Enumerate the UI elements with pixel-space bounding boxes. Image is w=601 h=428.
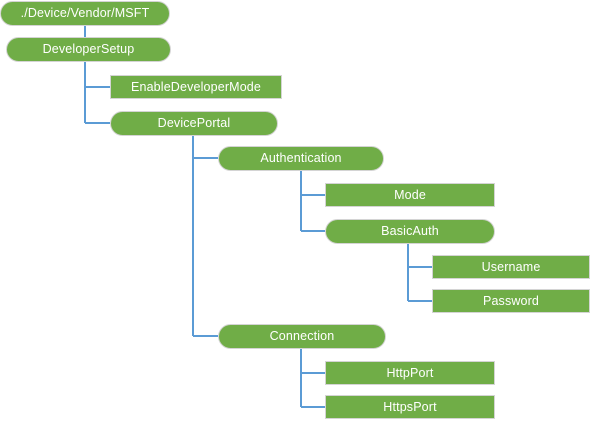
tree-node-httpsport[interactable]: HttpsPort bbox=[325, 395, 495, 419]
tree-node-label: EnableDeveloperMode bbox=[130, 79, 262, 94]
tree-node-mode[interactable]: Mode bbox=[325, 183, 495, 207]
tree-node-httpport[interactable]: HttpPort bbox=[325, 361, 495, 385]
tree-node-label: DevicePortal bbox=[157, 116, 231, 131]
tree-node-root[interactable]: ./Device/Vendor/MSFT bbox=[0, 1, 170, 26]
tree-node-label: Password bbox=[482, 293, 540, 308]
tree-node-label: HttpsPort bbox=[383, 399, 437, 414]
tree-node-enabledevelopermode[interactable]: EnableDeveloperMode bbox=[110, 75, 282, 99]
tree-node-basicauth[interactable]: BasicAuth bbox=[325, 219, 495, 244]
tree-node-connection[interactable]: Connection bbox=[218, 324, 386, 349]
tree-node-label: DeveloperSetup bbox=[42, 42, 135, 57]
tree-node-username[interactable]: Username bbox=[432, 255, 590, 279]
tree-node-label: ./Device/Vendor/MSFT bbox=[20, 6, 150, 21]
tree-node-label: Mode bbox=[394, 187, 426, 202]
tree-node-label: Username bbox=[481, 259, 541, 274]
tree-node-label: HttpPort bbox=[386, 365, 434, 380]
tree-node-developersetup[interactable]: DeveloperSetup bbox=[6, 37, 171, 62]
tree-node-password[interactable]: Password bbox=[432, 289, 590, 313]
tree-node-label: BasicAuth bbox=[381, 224, 439, 239]
tree-node-label: Connection bbox=[269, 329, 335, 344]
tree-node-authentication[interactable]: Authentication bbox=[218, 146, 384, 171]
tree-node-label: Authentication bbox=[260, 151, 342, 166]
tree-node-deviceportal[interactable]: DevicePortal bbox=[110, 111, 278, 136]
